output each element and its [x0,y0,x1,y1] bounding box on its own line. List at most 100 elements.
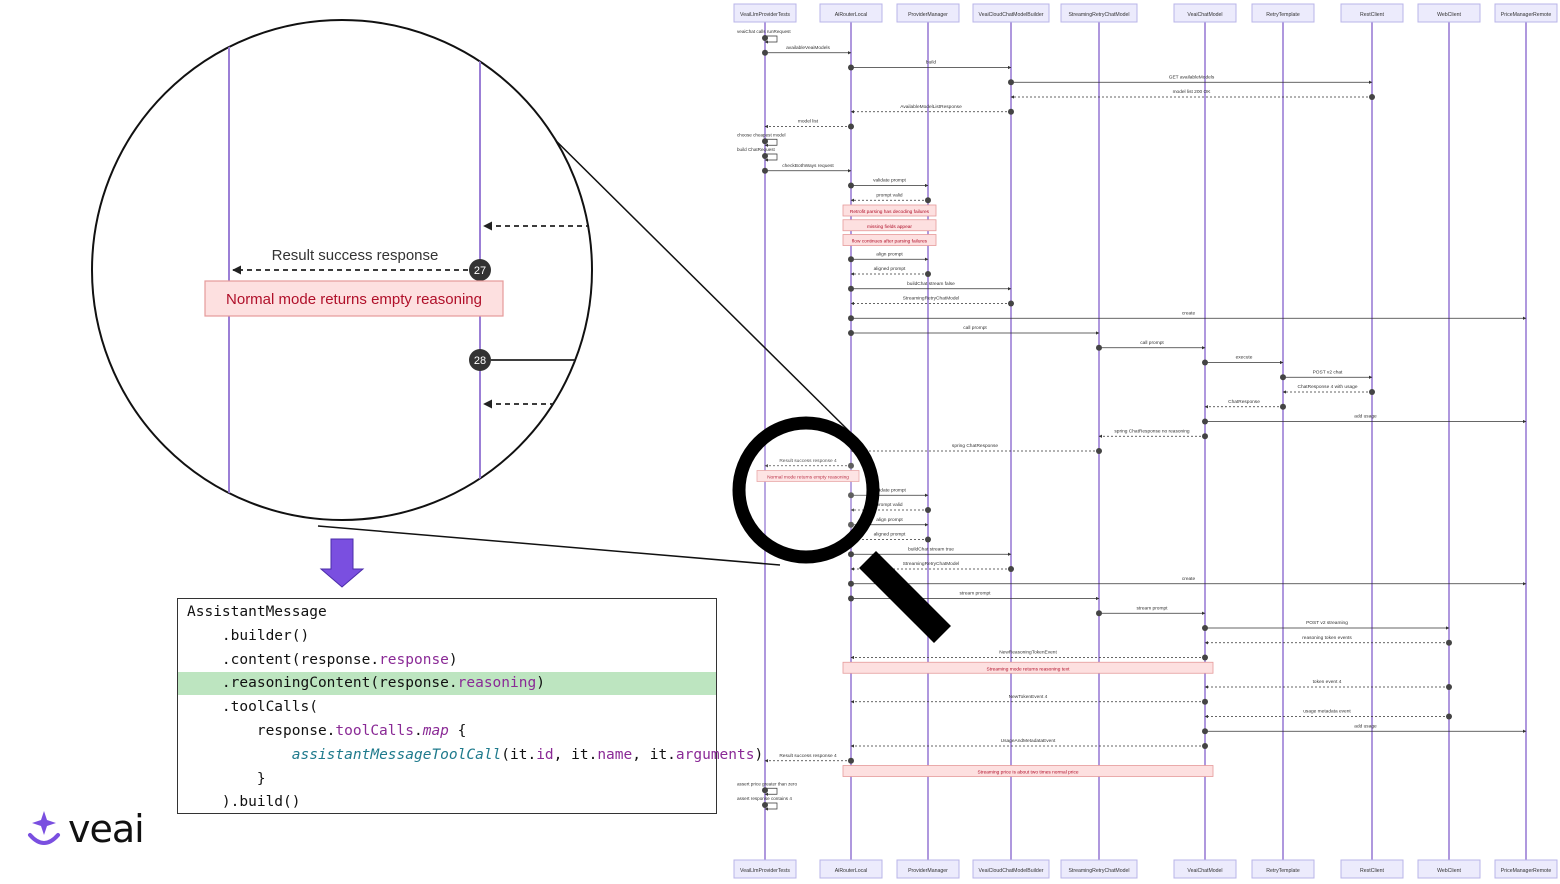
magnifier-icon [732,416,880,564]
sequence-badge [1202,743,1208,749]
participant-box-top [972,3,1050,23]
participant-box-bottom [896,859,960,879]
code-token: response. [187,723,336,739]
participant-label: ProviderManager [908,868,948,874]
code-line: .content(response.response) [178,649,716,672]
zoom-badge [469,259,491,281]
message-label: create [1182,576,1196,582]
sequence-badge [1369,389,1375,395]
sequence-badge [925,536,931,543]
sequence-badge [1202,433,1208,440]
sequence-badge [848,595,854,602]
code-token: response [379,651,449,668]
participant-label: RestClient [1360,868,1384,874]
note [842,661,1214,674]
sequence-badge [1096,610,1102,617]
self-message [764,153,778,162]
participant-box-bottom [1417,859,1481,879]
participant-label: ProviderManager [908,12,948,18]
message-label: ChatResponse 4 with usage [1298,384,1358,390]
note [842,219,937,232]
code-line: response.toolCalls.map { [178,720,716,743]
code-token: AssistantMessage [187,604,327,620]
message-label: validate prompt [873,487,906,493]
message-label: prompt valid [876,502,902,508]
note-text: Normal mode returns empty reasoning [767,475,849,481]
message-label: StreamingRetryChatModel [903,561,960,567]
message-label: align prompt [876,517,903,523]
participant-box-top [1173,3,1237,23]
sequence-badge [925,271,931,277]
participant-label: VeaiCloudChatModelBuilder [979,12,1044,18]
participant-box-top [1340,3,1404,23]
participant-label: RestClient [1360,12,1384,18]
veai-logo: veai [26,806,145,852]
sequence-badge [1202,698,1208,705]
note-text: Streaming price is about two times norma… [977,770,1078,776]
sequence-badge [848,580,854,587]
code-line: assistantMessageToolCall(it.id, it.name,… [178,744,763,767]
code-line: } [178,768,716,791]
code-snippet: AssistantMessage .builder() .content(res… [177,598,763,814]
sparkle-icon [28,811,60,845]
sequence-badge [762,153,768,159]
participant-box-bottom [972,859,1050,879]
note-text: flow continues after parsing failures [852,239,928,245]
message-label: validate prompt [873,178,906,184]
code-token: map [422,723,449,739]
sequence-badge [1446,684,1452,690]
message-label: build ChatRequest [737,147,776,152]
message-label: buildChat stream false [907,281,955,287]
code-line-highlighted: .reasoningContent(response.reasoning) [178,672,716,696]
sequence-badge [1202,625,1208,631]
message-label: AvailableModelListResponse [900,104,962,110]
code-line: AssistantMessage [178,601,716,624]
sequence-badge [762,787,768,794]
sequence-badge [1369,94,1375,100]
zoom-badge [469,349,491,371]
participant-box-top [1251,3,1315,23]
participant-box-top [819,3,883,23]
participant-box-bottom [1173,859,1237,879]
zoom-note [204,280,504,317]
sequence-badge [848,757,854,764]
code-token: .reasoningContent(response. [187,675,458,692]
down-arrow-icon [319,538,365,588]
message-label: add usage [1354,414,1377,420]
sequence-badge [1446,639,1452,646]
code-token: ).build() [187,794,301,811]
participant-label: WebClient [1437,868,1461,874]
sequence-badge [1202,728,1208,735]
code-token: ) [448,651,458,668]
self-message [764,787,778,796]
code-token: .builder() [187,627,310,644]
self-message [764,802,778,811]
message-label: spring ChatResponse no reasoning [1114,428,1190,434]
message-label: add usage [1354,723,1377,729]
participant-label: AiRouterLocal [835,868,868,874]
sequence-badge [1202,359,1208,366]
code-token: .content(response. [187,651,380,668]
note-text: Retrofit parsing has decoding failures [850,209,930,215]
zoom-connector [534,119,859,441]
participant-box-top [1417,3,1481,23]
message-label: call prompt [963,325,987,331]
sequence-badge [848,123,854,130]
sequence-badge [1096,448,1102,454]
sequence-badge [848,64,854,71]
message-label: buildChat stream true [908,546,954,552]
participant-label: PriceManagerRemote [1501,12,1552,18]
sequence-badge [848,256,854,263]
message-label: usage metadata event [1303,709,1351,715]
sequence-badge [848,182,854,189]
code-token: ) [536,675,545,692]
sequence-badge [925,197,931,204]
message-label: POST v2 streaming [1306,620,1348,626]
participant-box-bottom [1060,859,1138,879]
sequence-badge [1446,713,1452,720]
zoom-message-label: Result success response [272,247,439,264]
participant-label: PriceManagerRemote [1501,868,1552,874]
message-label: NewReasoningTokenEvent [999,650,1057,656]
note [756,470,860,482]
message-label: model list [798,119,819,125]
